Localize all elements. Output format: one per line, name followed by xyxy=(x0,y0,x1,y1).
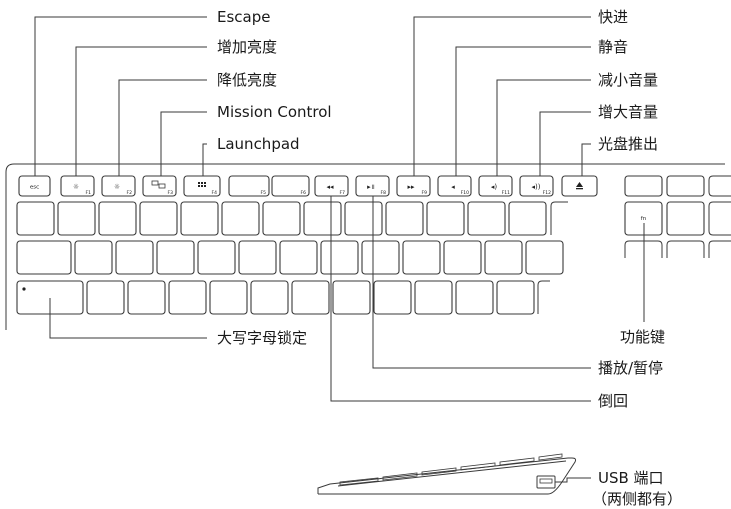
key-f8-label: F8 xyxy=(381,190,387,196)
key-f10[interactable] xyxy=(437,175,472,197)
key-f10-label: F10 xyxy=(461,190,469,196)
label-volume-up: 增大音量 xyxy=(598,103,658,121)
caps-row xyxy=(16,280,550,315)
key-f12-label: F12 xyxy=(543,190,551,196)
label-function-key: 功能键 xyxy=(620,328,665,346)
key-f14[interactable] xyxy=(666,175,705,197)
sun-small-icon: ☼ xyxy=(73,183,79,191)
key-fn-label: fn xyxy=(641,216,647,222)
keyboard-side-view xyxy=(317,453,577,495)
key-f13[interactable] xyxy=(624,175,663,197)
caps-lock-led-icon xyxy=(22,287,26,291)
label-mission-control: Mission Control xyxy=(217,103,332,121)
key-f1[interactable] xyxy=(60,175,95,197)
label-usb-note: （两侧都有） xyxy=(592,490,682,508)
key-f2-label: F2 xyxy=(127,190,133,196)
speaker-mute-icon: ◂ xyxy=(451,183,455,191)
fast-forward-icon: ▸▸ xyxy=(407,183,415,191)
label-usb-port: USB 端口 xyxy=(598,469,664,487)
label-fast-forward: 快进 xyxy=(598,8,628,26)
key-f9-label: F9 xyxy=(422,190,428,196)
sun-large-icon: ☼ xyxy=(114,183,120,191)
tab-row xyxy=(16,240,564,275)
label-play-pause: 播放/暂停 xyxy=(598,359,663,377)
speaker-high-icon: ◂)) xyxy=(532,183,541,191)
eject-icon xyxy=(576,182,583,190)
label-brightness-up: 增加亮度 xyxy=(217,38,277,56)
launchpad-grid-icon xyxy=(198,182,206,187)
label-caps-lock: 大写字母锁定 xyxy=(217,329,307,347)
key-f6[interactable] xyxy=(271,175,310,197)
key-f11-label: F11 xyxy=(502,190,510,196)
key-f12[interactable] xyxy=(519,175,554,197)
key-f15-partial xyxy=(708,175,731,197)
number-row xyxy=(16,201,568,236)
keyboard-outline xyxy=(5,163,725,330)
key-f3[interactable] xyxy=(142,175,177,197)
rewind-icon: ◂◂ xyxy=(326,183,334,191)
label-escape: Escape xyxy=(217,8,270,26)
callout-labels: Escape 增加亮度 降低亮度 Mission Control Launchp… xyxy=(217,8,682,508)
play-pause-icon: ▸॥ xyxy=(367,183,375,191)
function-row: esc ☼ F1 ☼ F2 F3 F4 F5 F6 ◂◂ F7 ▸॥ F8 ▸▸… xyxy=(18,175,731,197)
key-f1-label: F1 xyxy=(86,190,92,196)
key-f3-label: F3 xyxy=(168,190,174,196)
label-launchpad: Launchpad xyxy=(217,135,300,153)
right-key-cluster: fn xyxy=(624,201,731,258)
speaker-low-icon: ◂) xyxy=(491,183,498,191)
key-esc-label: esc xyxy=(30,185,39,191)
callout-lines xyxy=(34,16,645,483)
label-volume-down: 减小音量 xyxy=(598,71,658,89)
key-f11[interactable] xyxy=(478,175,513,197)
label-rewind: 倒回 xyxy=(598,392,628,410)
key-f7-label: F7 xyxy=(340,190,346,196)
mission-control-icon xyxy=(151,180,166,189)
label-brightness-down: 降低亮度 xyxy=(217,71,277,89)
label-mute: 静音 xyxy=(598,38,628,56)
key-f4-label: F4 xyxy=(212,190,218,196)
label-eject: 光盘推出 xyxy=(598,135,658,153)
key-f5[interactable] xyxy=(228,175,270,197)
key-f6-label: F6 xyxy=(301,190,307,196)
key-f5-label: F5 xyxy=(261,190,267,196)
